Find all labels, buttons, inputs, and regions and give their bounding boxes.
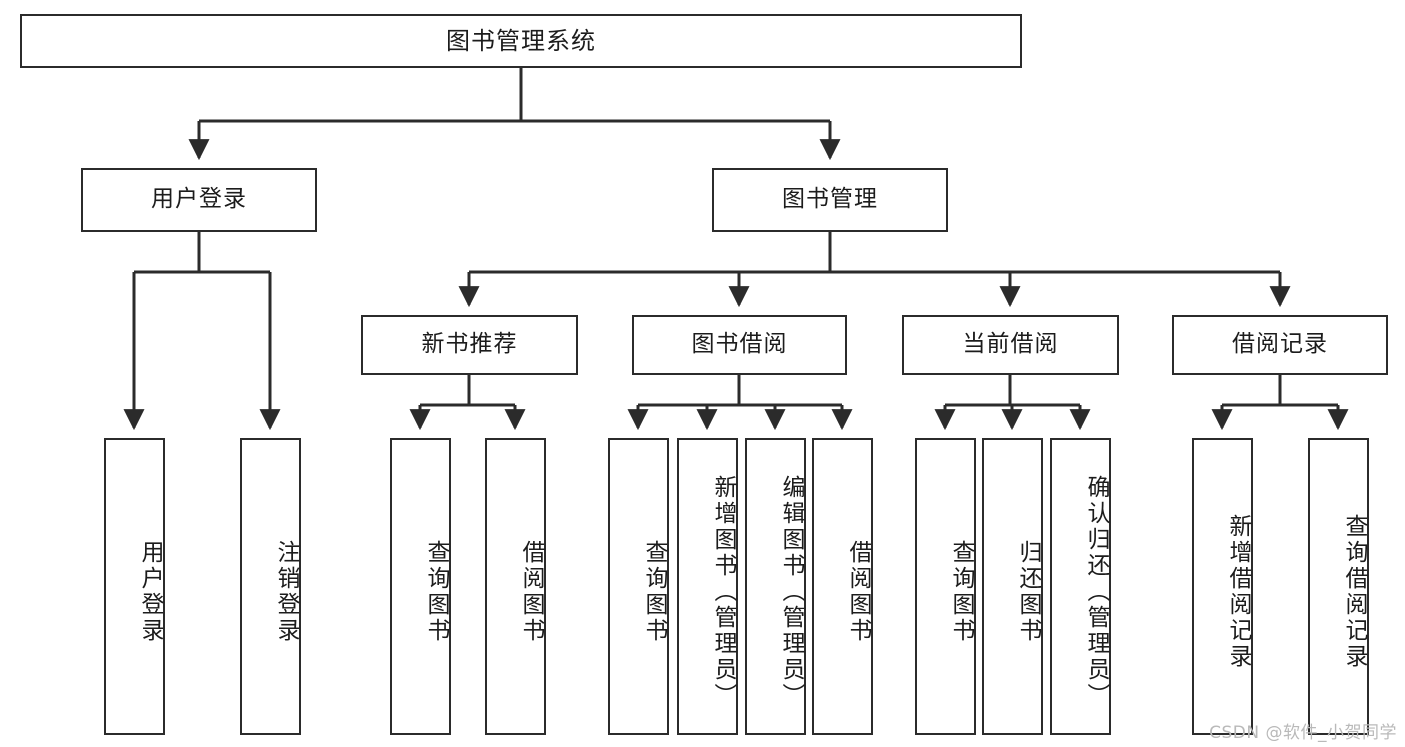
node-label: 借阅图书 xyxy=(845,539,871,644)
node-leaf-add-book[interactable]: 新增图书（管理员） xyxy=(677,438,738,735)
node-leaf-logout-login[interactable]: 注销登录 xyxy=(240,438,301,735)
node-label: 图书管理 xyxy=(782,186,878,213)
node-leaf-add-borrow-record[interactable]: 新增借阅记录 xyxy=(1192,438,1253,735)
node-label: 归还图书 xyxy=(1015,539,1041,644)
node-leaf-borrow-book[interactable]: 借阅图书 xyxy=(812,438,873,735)
node-label: 图书管理系统 xyxy=(446,26,596,55)
node-label: 编辑图书（管理员） xyxy=(778,474,804,709)
node-leaf-user-login[interactable]: 用户登录 xyxy=(104,438,165,735)
node-label: 用户登录 xyxy=(151,186,247,213)
node-leaf-borrow-book-recommend[interactable]: 借阅图书 xyxy=(485,438,546,735)
watermark-label: CSDN @软件_小贺同学 xyxy=(1209,723,1397,743)
node-label: 查询图书 xyxy=(948,539,974,644)
node-borrow-record[interactable]: 借阅记录 xyxy=(1172,315,1388,375)
node-label: 注销登录 xyxy=(273,539,299,644)
node-book-borrow[interactable]: 图书借阅 xyxy=(632,315,847,375)
node-leaf-confirm-return[interactable]: 确认归还（管理员） xyxy=(1050,438,1111,735)
node-leaf-edit-book[interactable]: 编辑图书（管理员） xyxy=(745,438,806,735)
node-label: 新增借阅记录 xyxy=(1225,513,1251,670)
node-label: 新书推荐 xyxy=(421,331,518,358)
node-book-management[interactable]: 图书管理 xyxy=(712,168,948,232)
node-label: 借阅图书 xyxy=(518,539,544,644)
node-label: 用户登录 xyxy=(137,539,163,644)
node-label: 确认归还（管理员） xyxy=(1083,474,1109,709)
node-label: 图书借阅 xyxy=(691,331,788,358)
node-label: 查询借阅记录 xyxy=(1341,513,1367,670)
node-leaf-query-borrow-record[interactable]: 查询借阅记录 xyxy=(1308,438,1369,735)
node-label: 借阅记录 xyxy=(1232,331,1328,358)
node-leaf-query-book-borrow[interactable]: 查询图书 xyxy=(608,438,669,735)
node-user-login[interactable]: 用户登录 xyxy=(81,168,317,232)
node-label: 查询图书 xyxy=(641,539,667,644)
node-new-book-recommend[interactable]: 新书推荐 xyxy=(361,315,578,375)
node-label: 查询图书 xyxy=(423,539,449,644)
node-label: 新增图书（管理员） xyxy=(710,474,736,709)
node-label: 当前借阅 xyxy=(962,331,1059,358)
node-leaf-query-book-recommend[interactable]: 查询图书 xyxy=(390,438,451,735)
node-current-borrow[interactable]: 当前借阅 xyxy=(902,315,1119,375)
node-root-book-management-system[interactable]: 图书管理系统 xyxy=(20,14,1022,68)
node-leaf-query-book-current[interactable]: 查询图书 xyxy=(915,438,976,735)
node-leaf-return-book[interactable]: 归还图书 xyxy=(982,438,1043,735)
